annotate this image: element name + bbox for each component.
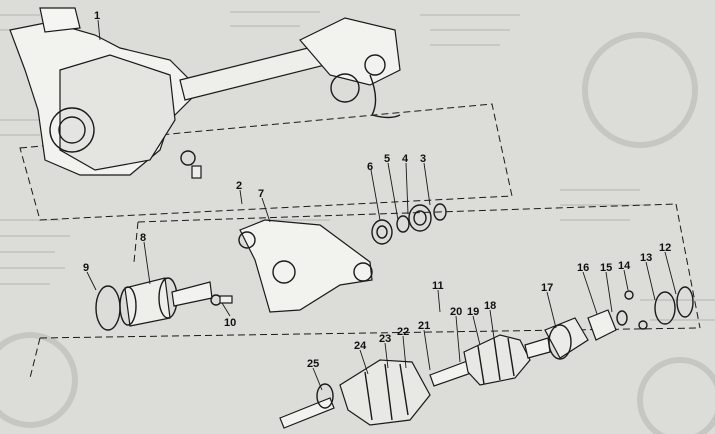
- callout-12: 12: [659, 242, 671, 254]
- callout-2: 2: [236, 180, 242, 192]
- callout-9: 9: [83, 262, 89, 274]
- callout-18: 18: [484, 300, 496, 312]
- callout-10: 10: [224, 317, 236, 329]
- sleeve-ring-bolt: [95, 277, 233, 331]
- callout-6: 6: [367, 161, 373, 173]
- callout-23: 23: [379, 333, 391, 345]
- axle-housing: [9, 7, 401, 179]
- callout-16: 16: [577, 262, 589, 274]
- callout-8: 8: [140, 232, 146, 244]
- callout-labels: 1 2 3 4 5 6 7 8 9 10 11 12 13 14 15 16 1…: [83, 10, 671, 370]
- callout-11: 11: [432, 280, 444, 292]
- callout-24: 24: [354, 340, 367, 352]
- callout-5: 5: [384, 153, 390, 165]
- assembly-bracket-lines: [19, 103, 701, 379]
- callout-22: 22: [397, 326, 409, 338]
- leader-lines: [86, 19, 677, 391]
- callout-4: 4: [402, 153, 409, 165]
- mounting-bracket: [238, 219, 373, 313]
- callout-21: 21: [418, 320, 430, 332]
- callout-19: 19: [467, 306, 479, 318]
- callout-25: 25: [307, 358, 319, 370]
- callout-20: 20: [450, 306, 462, 318]
- seal-and-bearing-parts: [371, 203, 447, 245]
- callout-15: 15: [600, 262, 612, 274]
- callout-7: 7: [258, 188, 264, 200]
- callout-17: 17: [541, 282, 553, 294]
- callout-3: 3: [420, 153, 426, 165]
- callout-13: 13: [640, 252, 652, 264]
- callout-1: 1: [94, 10, 100, 22]
- callout-14: 14: [618, 260, 631, 272]
